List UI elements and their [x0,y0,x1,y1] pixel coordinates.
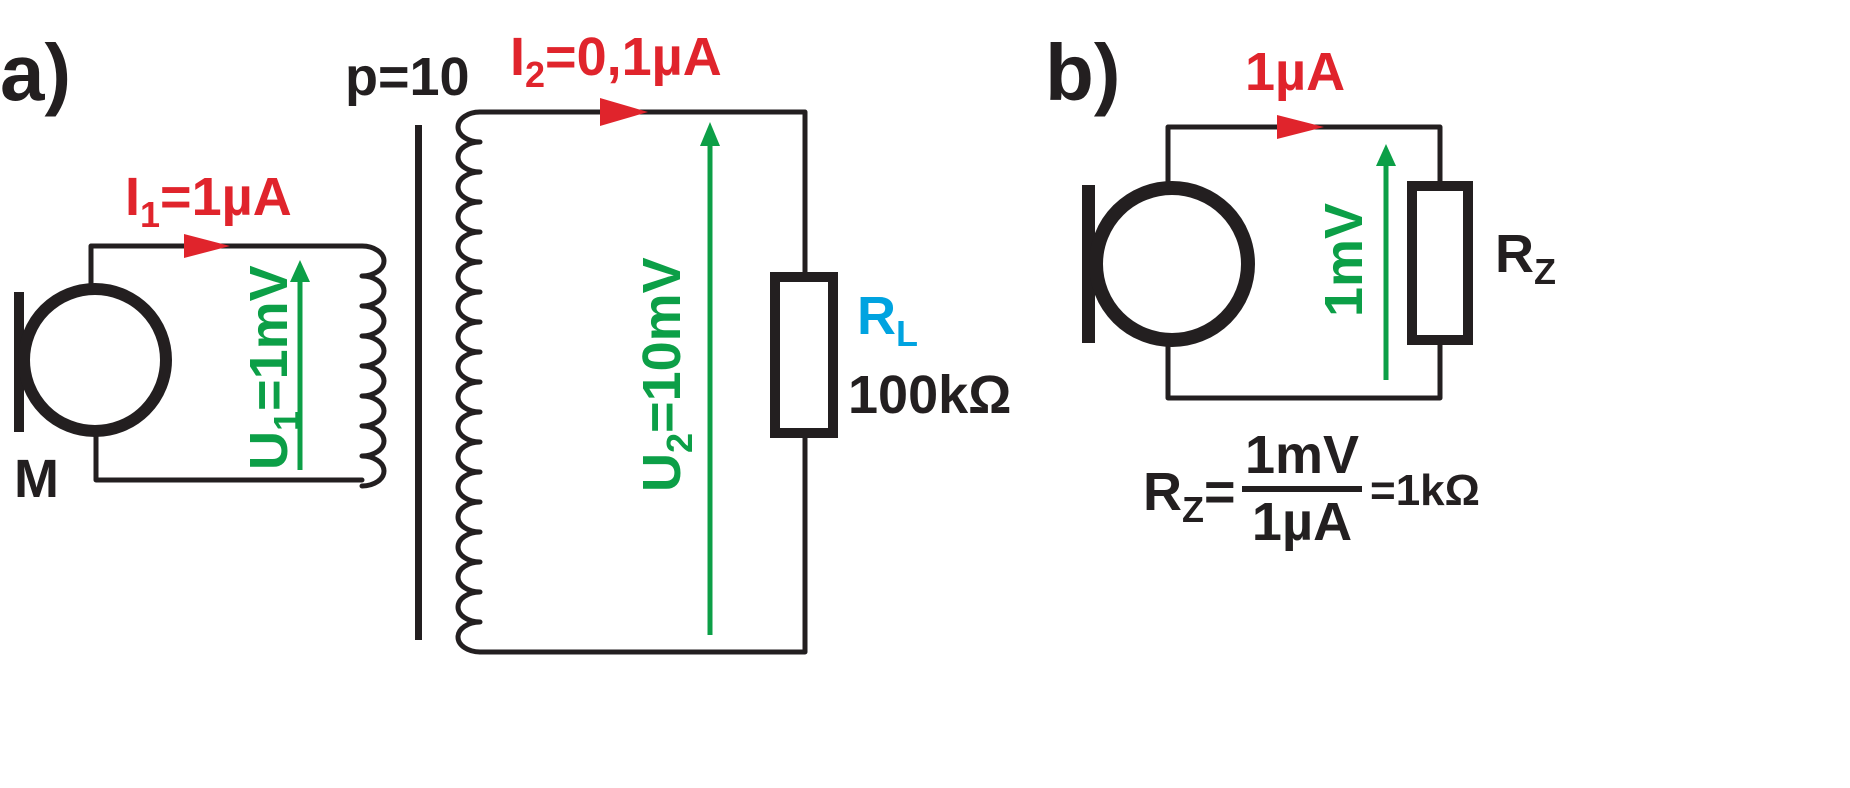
loop-b-bottom-wire [1165,337,1443,401]
label-i2: I2=0,1µA [510,27,722,95]
secondary-bottom-wire [477,430,808,655]
voltage-arrow-u1-head [290,260,310,282]
current-arrow-i1 [184,234,230,258]
current-arrow-b [1277,115,1324,139]
secondary-top-wire [477,109,808,280]
panel-a-label: a) [0,28,71,117]
panel-b-label: b) [1045,28,1121,117]
microphone-b [1082,181,1255,347]
formula-lhs: RZ= [1143,462,1236,530]
transformer-core [415,125,422,640]
microphone-a-body [18,283,172,437]
current-arrow-i2 [600,98,648,126]
load-resistor [770,272,838,438]
rz-formula: RZ= 1mV 1µA =1kΩ [1143,425,1480,552]
secondary-coil [455,109,483,655]
voltage-arrow-b-head [1376,144,1396,166]
resistor-rz [1407,181,1473,345]
microphone-a-label: M [14,449,59,509]
loop-b-top-wire [1165,124,1443,189]
microphone-b-bar [1082,185,1095,343]
label-u2: U2=10mV [632,257,700,492]
primary-coil [359,243,387,489]
microphone-a [14,283,172,437]
turns-ratio: p=10 [345,47,470,107]
fraction-bar [1242,486,1362,492]
formula-result: =1kΩ [1370,466,1480,515]
label-rz: RZ [1495,224,1556,292]
voltage-arrow-u2-head [700,122,720,146]
label-i1: I1=1µA [125,167,292,235]
label-u1: U1=1mV [239,265,307,470]
formula-denominator: 1µA [1252,492,1352,552]
label-rl: RL [857,286,918,354]
primary-top-wire [88,243,365,293]
label-rl-value: 100kΩ [848,365,1011,425]
label-voltage-b: 1mV [1314,203,1374,317]
formula-numerator: 1mV [1245,425,1359,485]
primary-bottom-wire [93,429,365,483]
label-current-b: 1µA [1245,42,1345,102]
microphone-b-body [1089,181,1255,347]
